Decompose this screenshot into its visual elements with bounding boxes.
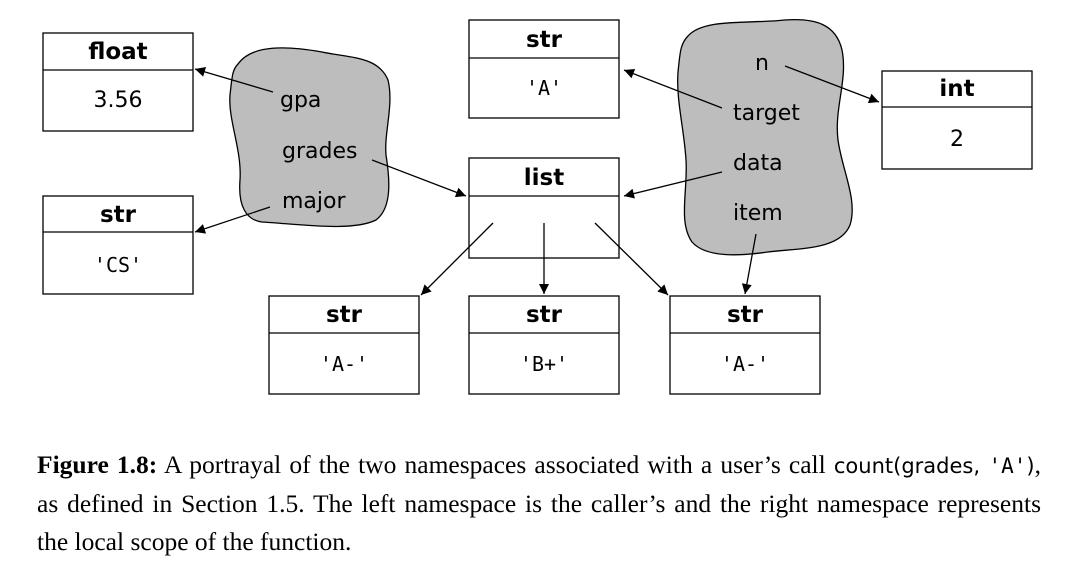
box-type-label: str [526, 27, 563, 53]
box-type-label: str [100, 202, 137, 228]
figure-caption: Figure 1.8: A portrayal of the two names… [37, 446, 1041, 561]
arrow-gpa-to-float [194, 67, 274, 93]
caption-code-close: ) [1026, 454, 1035, 478]
name-n: n [755, 51, 769, 76]
box-type-label: str [326, 302, 363, 328]
left-namespace-cloud [229, 47, 391, 228]
arrow-item-to-str [741, 233, 757, 295]
box-value: 3.56 [94, 88, 143, 113]
name-grades: grades [282, 139, 357, 164]
name-gpa: gpa [280, 88, 321, 113]
str-list-element-1-box: str 'B+' [468, 295, 620, 395]
box-type-label: str [526, 302, 563, 328]
arrow-major-to-str [194, 206, 271, 234]
box-value: 'A' [526, 76, 562, 100]
caption-text-part-2: , as defined in Section 1.5. The left na… [37, 450, 1041, 556]
str-list-element-2-box: str 'A-' [669, 295, 821, 395]
box-type-label: list [524, 165, 564, 191]
caption-code-arg: 'A' [988, 454, 1027, 478]
figure-label: Figure 1.8: [37, 450, 158, 479]
arrow-data-to-list [623, 171, 723, 199]
box-value: 'B+' [520, 352, 568, 376]
arrow-list-to-element-2 [594, 222, 669, 296]
int-object-box: int 2 [881, 70, 1033, 170]
box-type-label: str [727, 302, 764, 328]
name-major: major [282, 189, 346, 214]
right-namespace-cloud [677, 18, 853, 256]
box-type-label: float [88, 39, 147, 65]
arrow-n-to-int [784, 65, 880, 104]
name-data: data [733, 151, 783, 176]
box-value: 2 [950, 127, 964, 152]
float-object-box: float 3.56 [42, 32, 194, 132]
box-value: 'A-' [721, 352, 769, 376]
arrow-target-to-str [623, 68, 723, 109]
box-value: 'CS' [94, 253, 142, 277]
str-list-element-0-box: str 'A-' [268, 295, 420, 395]
caption-code-call: count(grades, [833, 454, 989, 478]
arrow-grades-to-list [371, 159, 467, 198]
name-target: target [733, 101, 800, 126]
str-a-object-box: str 'A' [468, 19, 620, 119]
namespace-diagram: float 3.56 str 'CS' str 'A' list int 2 s… [42, 18, 1033, 395]
caption-text-part-1: A portrayal of the two namespaces associ… [157, 450, 834, 479]
box-value: 'A-' [320, 352, 368, 376]
str-cs-object-box: str 'CS' [42, 195, 194, 295]
arrow-list-to-element-0 [420, 222, 494, 296]
box-type-label: int [939, 76, 974, 102]
name-item: item [733, 201, 783, 226]
